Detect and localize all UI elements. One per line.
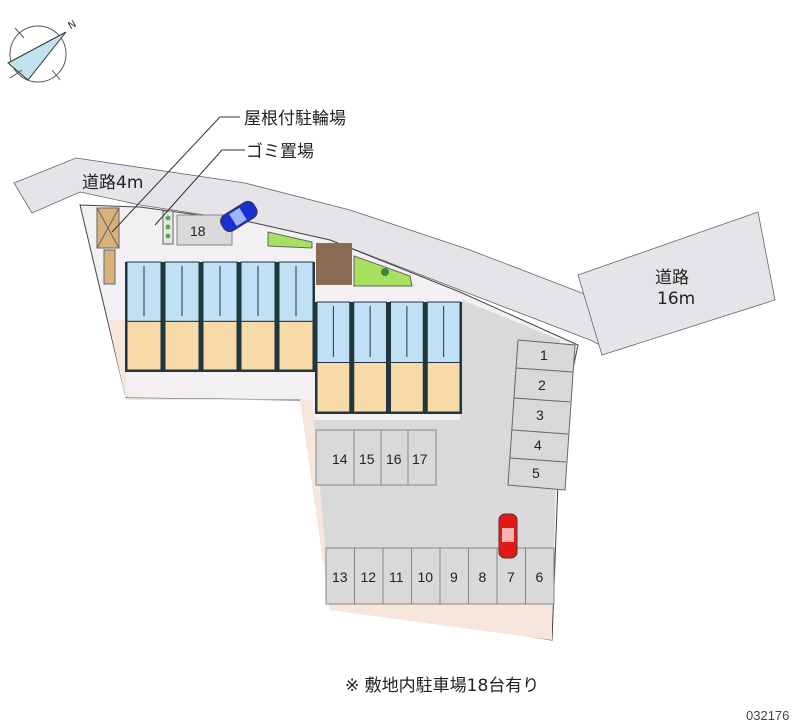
garden [267,231,313,249]
parking-bottom: 13 12 11 10 9 8 7 6 [325,547,555,605]
leader-line [154,149,245,226]
parking-number: 2 [538,377,546,393]
compass-icon: N [7,19,79,83]
parking-middle: 14 15 16 17 [315,429,437,486]
parking-number: 5 [532,465,540,481]
apartment-unit [426,301,461,413]
building-lower [315,301,462,414]
parking-footnote: ※ 敷地内駐車場18台有り [345,676,539,696]
compass-north-label: N [67,19,79,32]
apartment-unit [390,301,424,413]
parking-number: 9 [450,569,458,585]
building-upper [125,261,315,372]
apartment-unit [353,301,387,413]
parking-number: 17 [412,451,428,467]
parking-number: 12 [361,569,377,585]
parking-number: 11 [389,569,404,585]
parking-number: 7 [507,569,515,585]
parking-number: 4 [534,437,542,453]
road-4m [13,157,601,346]
road-16m-width: 16m [657,289,695,309]
parking-number: 10 [418,569,434,585]
apartment-unit [240,261,276,371]
walkway [108,320,552,640]
red-car-icon [498,513,518,559]
parking-number: 8 [479,569,487,585]
apartment-unit [278,261,314,371]
road-16m [577,211,776,356]
paving [316,243,352,285]
parking-number: 15 [359,451,375,467]
apartment-unit [126,261,162,371]
apartment-unit [202,261,238,371]
parking-number: 14 [332,451,348,467]
property-code: 032176 [746,708,789,723]
apartment-unit [316,301,351,413]
apartment-unit [164,261,200,371]
road-4m-label: 道路4m [82,173,143,193]
parking-number: 3 [536,407,544,423]
parking-number: 13 [332,569,348,585]
parking-right: 1 2 3 4 5 [507,339,576,491]
parking-number: 6 [536,569,544,585]
blue-car-icon [220,200,258,233]
leader-line [111,116,240,233]
garbage-area-label: ゴミ置場 [246,141,314,162]
bicycle-parking-label: 屋根付駐輪場 [244,109,346,129]
parking-number: 18 [190,223,206,239]
road-16m-label: 道路 [655,268,689,288]
parking-number: 16 [386,451,402,467]
parking-number: 1 [540,347,548,363]
